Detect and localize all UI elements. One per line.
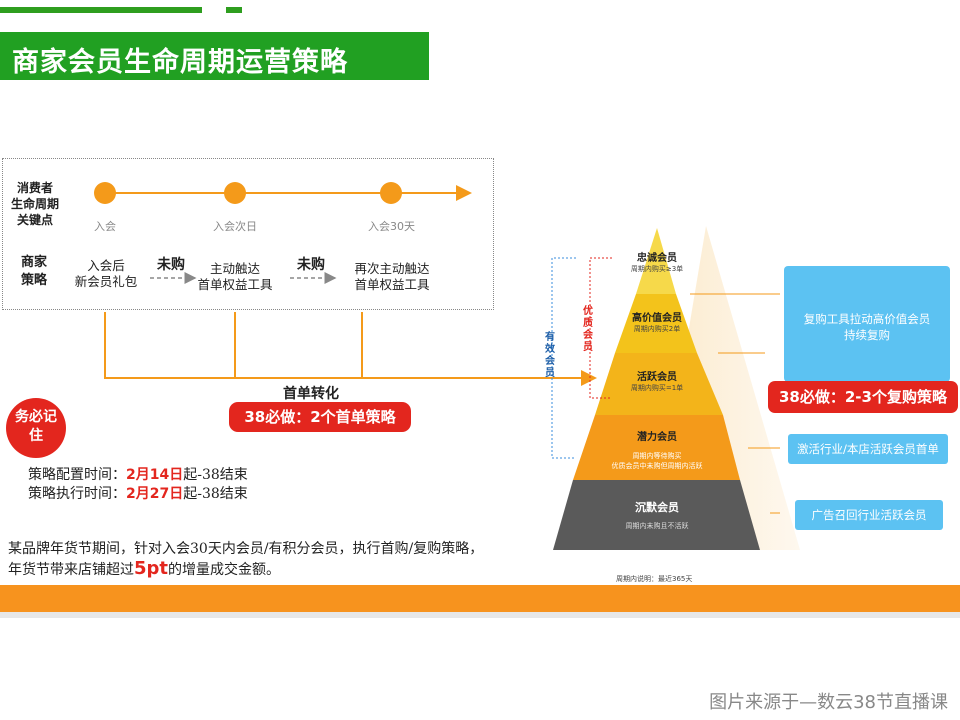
config-time-label: 策略配置时间： bbox=[28, 467, 126, 483]
pyramid-loyal-desc: 周期内购买≥3单 bbox=[630, 265, 684, 273]
pyramid-label-potential: 潜力会员 周期内等待购买 优质会员中未购但周期内活跃 bbox=[596, 428, 718, 471]
pyramid-silent-name: 沉默会员 bbox=[635, 501, 679, 514]
summary-line-2-suffix: 的增量成交金额。 bbox=[168, 562, 281, 578]
strategy-step-3-line2: 首单权益工具 bbox=[354, 277, 430, 292]
top-accent-bar-short bbox=[226, 7, 242, 13]
timeline-header-line2: 生命周期 bbox=[10, 197, 59, 211]
pyramid-label-loyal: 忠诚会员 周期内购买≥3单 bbox=[617, 249, 697, 274]
strategy-step-2-line1: 主动触达 bbox=[209, 261, 260, 276]
pyramid-potential-name: 潜力会员 bbox=[637, 432, 677, 443]
must-remember-badge: 务必记住 bbox=[6, 398, 66, 458]
ad-recall-box: 广告召回行业活跃会员 bbox=[795, 500, 943, 530]
pyramid-potential-desc-1: 周期内等待购买 bbox=[632, 452, 682, 460]
config-date: 2月14日 bbox=[126, 467, 184, 483]
effective-member-label: 有效会员 bbox=[545, 332, 555, 379]
strategy-step-2: 主动触达 首单权益工具 bbox=[190, 261, 280, 293]
conversion-label: 首单转化 bbox=[283, 386, 339, 402]
not-purchased-label-1: 未购 bbox=[157, 257, 185, 273]
pyramid-layer-high-value bbox=[615, 294, 697, 353]
pyramid-silent-desc: 周期内未购且不活跃 bbox=[625, 522, 689, 530]
strategy-config-time: 策略配置时间：2月14日起-38结束 bbox=[28, 464, 248, 484]
strategy-exec-time: 策略执行时间：2月27日起-38结束 bbox=[28, 483, 248, 503]
summary-line-2-prefix: 年货节带来店铺超过 bbox=[8, 562, 134, 578]
effective-member-bracket bbox=[551, 257, 576, 459]
pyramid-high-value-desc: 周期内购买2单 bbox=[633, 325, 681, 333]
exec-date: 2月27日 bbox=[126, 486, 184, 502]
timeline-dot-next-day bbox=[224, 182, 246, 204]
lifecycle-box bbox=[2, 158, 494, 310]
strategy-header: 商家 策略 bbox=[14, 254, 54, 290]
repurchase-tool-line1: 复购工具拉动高价值会员 bbox=[803, 312, 931, 326]
summary-line-1: 某品牌年货节期间，针对入会30天内会员/有积分会员，执行首购/复购策略， bbox=[8, 541, 484, 557]
timeline-dot-30-days bbox=[380, 182, 402, 204]
exec-time-label: 策略执行时间： bbox=[28, 486, 126, 502]
timeline-label-30-days: 入会30天 bbox=[368, 220, 415, 233]
timeline-header: 消费者 生命周期 关键点 bbox=[10, 180, 60, 228]
pyramid-layer-active bbox=[595, 353, 723, 415]
title-banner: 商家会员生命周期运营策略 bbox=[0, 32, 429, 80]
must-remember-text: 务必记住 bbox=[15, 409, 57, 444]
pyramid-label-active: 活跃会员 周期内购买=1单 bbox=[616, 368, 698, 393]
strategy-step-1-line2: 新会员礼包 bbox=[74, 274, 138, 289]
pyramid-layer-potential bbox=[573, 415, 740, 480]
summary-highlight: 5pt bbox=[134, 558, 169, 579]
strategy-header-line1: 商家 bbox=[20, 255, 47, 270]
image-credit: 图片来源于—数云38节直播课 bbox=[709, 692, 948, 713]
page-title: 商家会员生命周期运营策略 bbox=[12, 47, 348, 78]
footer-grey-bar bbox=[0, 612, 960, 618]
activate-first-order-box: 激活行业/本店活跃会员首单 bbox=[788, 434, 948, 464]
strategy-header-line2: 策略 bbox=[20, 273, 47, 288]
pyramid-layer-loyal bbox=[636, 228, 676, 294]
footer-orange-bar bbox=[0, 585, 960, 612]
strategy-step-3-line1: 再次主动触达 bbox=[354, 261, 430, 276]
strategy-step-2-line2: 首单权益工具 bbox=[197, 277, 273, 292]
pyramid-loyal-name: 忠诚会员 bbox=[637, 253, 677, 264]
quality-member-label: 优质会员 bbox=[583, 306, 593, 353]
not-purchased-label-2: 未购 bbox=[297, 257, 325, 273]
quality-member-bracket bbox=[589, 257, 612, 399]
timeline-header-line1: 消费者 bbox=[16, 181, 53, 195]
repurchase-tool-box: 复购工具拉动高价值会员 持续复购 bbox=[784, 266, 950, 382]
config-time-suffix: 起-38结束 bbox=[183, 467, 248, 483]
pyramid-label-high-value: 高价值会员 周期内购买2单 bbox=[616, 309, 698, 334]
exec-time-suffix: 起-38结束 bbox=[183, 486, 248, 502]
repurchase-tool-line2: 持续复购 bbox=[844, 328, 890, 342]
pyramid-layer-silent bbox=[553, 480, 760, 550]
timeline-label-join: 入会 bbox=[94, 220, 116, 233]
strategy-step-3: 再次主动触达 首单权益工具 bbox=[344, 261, 440, 293]
repurchase-strategy-pill: 38必做：2-3个复购策略 bbox=[768, 381, 958, 413]
pyramid-active-name: 活跃会员 bbox=[637, 372, 677, 383]
timeline-label-next-day: 入会次日 bbox=[213, 220, 257, 233]
strategy-step-1: 入会后 新会员礼包 bbox=[66, 258, 146, 290]
timeline-dot-join bbox=[94, 182, 116, 204]
top-accent-bar-long bbox=[0, 7, 202, 13]
strategy-step-1-line1: 入会后 bbox=[87, 258, 125, 273]
first-order-strategy-pill: 38必做：2个首单策略 bbox=[229, 402, 411, 432]
pyramid-period-note: 周期内说明：最近365天 bbox=[616, 575, 693, 583]
pyramid-active-desc: 周期内购买=1单 bbox=[630, 384, 684, 392]
pyramid-label-silent: 沉默会员 周期内未购且不活跃 bbox=[596, 499, 718, 531]
summary-line-2: 年货节带来店铺超过5pt的增量成交金额。 bbox=[8, 558, 280, 579]
pyramid-potential-desc-2: 优质会员中未购但周期内活跃 bbox=[611, 462, 703, 470]
timeline-header-line3: 关键点 bbox=[16, 213, 53, 227]
pyramid-high-value-name: 高价值会员 bbox=[632, 313, 682, 324]
